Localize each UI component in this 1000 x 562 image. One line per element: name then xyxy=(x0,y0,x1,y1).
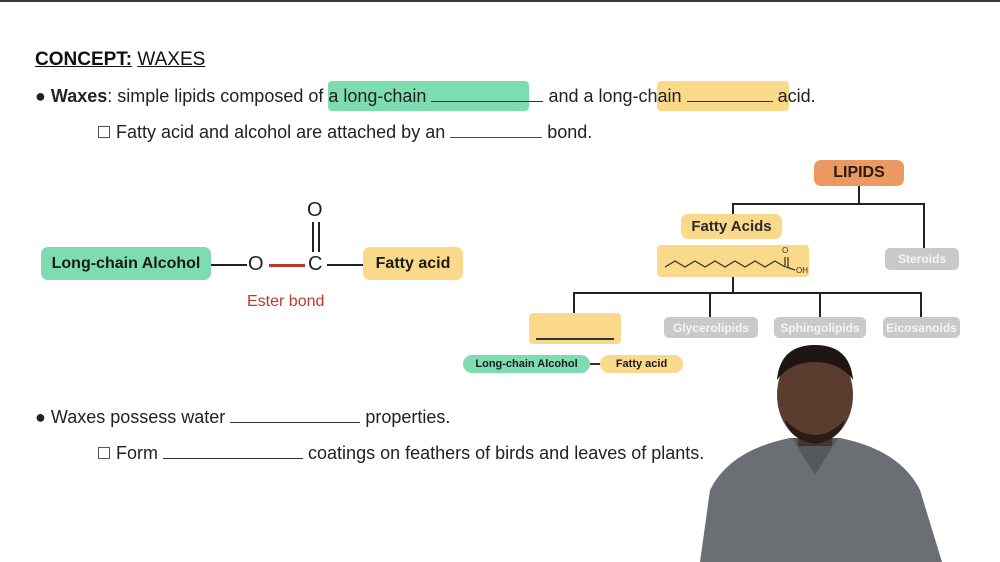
tree-line xyxy=(732,203,734,215)
tree-line xyxy=(923,203,925,248)
fatty-acid-label: Fatty acid xyxy=(363,247,463,280)
highlight-yellow xyxy=(657,81,789,111)
fatty-acids-node: Fatty Acids xyxy=(681,214,782,239)
highlight-green xyxy=(328,81,529,111)
bond-line-right xyxy=(327,264,363,266)
presenter-video xyxy=(700,345,942,562)
tree-line xyxy=(858,186,860,204)
hydroxyl-label: OH xyxy=(796,266,808,275)
bond-line xyxy=(211,264,247,266)
square-bullet-icon xyxy=(98,447,110,459)
bond-line xyxy=(590,363,600,365)
top-border xyxy=(0,0,1000,2)
oxygen-atom: O xyxy=(248,253,264,275)
double-bond-left xyxy=(312,222,314,252)
wax-fatty-acid-pill: Fatty acid xyxy=(600,355,683,373)
ester-bond-line xyxy=(269,264,305,267)
steroids-node: Steroids xyxy=(885,248,959,270)
tree-line xyxy=(709,292,711,317)
sphingolipids-node: Sphingolipids xyxy=(774,317,866,338)
glycerolipids-node: Glycerolipids xyxy=(664,317,758,338)
tree-line xyxy=(732,277,734,293)
water-properties-sentence: ● Waxes possess water properties. xyxy=(35,407,451,427)
coatings-sentence: Form coatings on feathers of birds and l… xyxy=(98,443,704,464)
oxygen-label: O xyxy=(782,246,789,255)
square-bullet-icon xyxy=(98,126,110,138)
tree-line xyxy=(920,292,922,317)
fatty-acid-structure-box xyxy=(657,245,809,277)
tree-line xyxy=(819,292,821,317)
tree-line xyxy=(573,292,922,294)
carbon-atom: C xyxy=(308,253,323,275)
long-chain-alcohol-label: Long-chain Alcohol xyxy=(41,247,211,280)
tree-line xyxy=(732,203,925,205)
eicosanoids-node: Eicosanoids xyxy=(883,317,960,338)
waxes-definition: ● Waxes: simple lipids composed of a lon… xyxy=(35,86,816,106)
fatty-acid-chain-diagram xyxy=(664,257,796,271)
tree-line xyxy=(573,292,575,314)
page-title: CONCEPT: WAXES xyxy=(35,49,206,70)
lipids-node: LIPIDS xyxy=(814,160,904,186)
wax-alcohol-pill: Long-chain Alcohol xyxy=(463,355,590,373)
ester-bond-sentence: Fatty acid and alcohol are attached by a… xyxy=(98,122,592,143)
double-bond-right xyxy=(318,222,320,252)
blank-line xyxy=(536,338,614,340)
carbonyl-oxygen: O xyxy=(307,199,323,221)
ester-bond-label: Ester bond xyxy=(247,293,325,310)
